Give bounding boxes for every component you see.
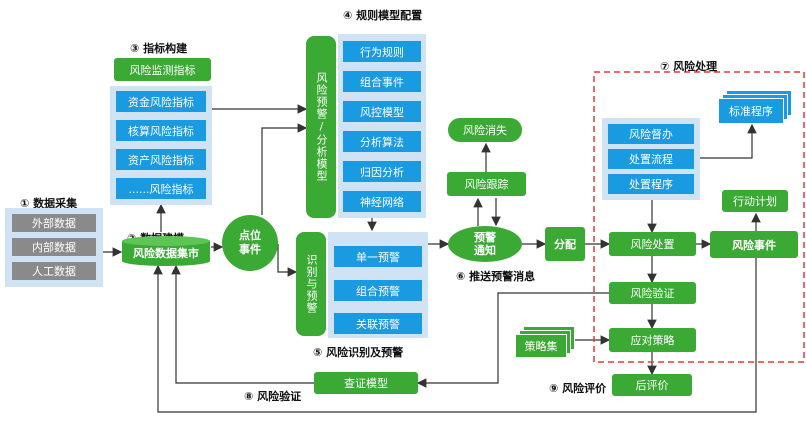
model-title: 风险预警/分析模型 bbox=[315, 72, 328, 182]
model-item-4: 分析算法 bbox=[343, 131, 421, 152]
standard-program-stack: 标准程序 bbox=[718, 90, 794, 124]
models-panel bbox=[338, 34, 426, 218]
model-item-1: 行为规则 bbox=[343, 41, 421, 62]
model-item-2: 组合事件 bbox=[343, 71, 421, 92]
warning-notice-line1: 预警 bbox=[474, 231, 496, 244]
label-data-collection: ① 数据采集 bbox=[20, 197, 78, 210]
warning-notice-node: 预警 通知 bbox=[448, 226, 522, 262]
identify-title: 识别与预警 bbox=[305, 254, 318, 314]
data-source-internal: 内部数据 bbox=[12, 238, 96, 256]
point-event-node: 点位 事件 bbox=[222, 215, 278, 271]
warning-item-2: 组合预警 bbox=[334, 280, 422, 301]
model-item-5: 归因分析 bbox=[343, 161, 421, 182]
warning-item-1: 单一预警 bbox=[334, 246, 422, 267]
response-strategy-box: 应对策略 bbox=[609, 328, 696, 352]
label-risk-identification: ⑤ 风险识别及预警 bbox=[313, 346, 404, 359]
label-rule-model-config: ④ 规则模型配置 bbox=[343, 9, 423, 22]
risk-data-mart-label: 风险数据集市 bbox=[133, 247, 199, 260]
indicator-item-1: 资金风险指标 bbox=[116, 91, 206, 112]
model-title-box: 风险预警/分析模型 bbox=[306, 36, 336, 218]
indicator-item-4: ......风险指标 bbox=[116, 178, 206, 199]
risk-tracking-box: 风险跟踪 bbox=[447, 172, 526, 196]
cylinder-shape bbox=[122, 236, 210, 266]
verify-model-box: 查证模型 bbox=[314, 372, 418, 394]
indicator-item-3: 资产风险指标 bbox=[116, 149, 206, 170]
label-risk-evaluation: ⑨ 风险评价 bbox=[549, 382, 607, 395]
strategy-set-label: 策略集 bbox=[515, 334, 567, 358]
label-indicator-build: ③ 指标构建 bbox=[130, 42, 188, 55]
data-source-external: 外部数据 bbox=[12, 214, 96, 232]
action-plan-box: 行动计划 bbox=[722, 190, 788, 212]
identify-title-box: 识别与预警 bbox=[296, 232, 326, 336]
model-item-3: 风控模型 bbox=[343, 101, 421, 122]
risk-verify-box: 风险验证 bbox=[609, 282, 696, 304]
risk-elimination-node: 风险消失 bbox=[448, 118, 522, 142]
point-event-line2: 事件 bbox=[239, 243, 261, 256]
warning-notice-line2: 通知 bbox=[474, 244, 496, 257]
handling-item-1: 风险督办 bbox=[608, 124, 694, 144]
label-risk-verification: ⑧ 风险验证 bbox=[244, 390, 302, 403]
label-risk-handling: ⑦ 风险处理 bbox=[660, 60, 718, 73]
label-push-warning: ⑥ 推送预警消息 bbox=[456, 270, 536, 283]
risk-disposal-box: 风险处置 bbox=[609, 232, 696, 256]
handling-item-2: 处置流程 bbox=[608, 149, 694, 169]
post-evaluation-box: 后评价 bbox=[612, 374, 692, 396]
data-source-manual: 人工数据 bbox=[12, 262, 96, 280]
warning-item-3: 关联预警 bbox=[334, 313, 422, 334]
model-item-6: 神经网络 bbox=[343, 191, 421, 212]
indicator-item-2: 核算风险指标 bbox=[116, 120, 206, 141]
standard-program-label: 标准程序 bbox=[718, 98, 784, 124]
risk-event-box: 风险事件 bbox=[710, 231, 798, 258]
point-event-line1: 点位 bbox=[239, 229, 261, 242]
indicator-header: 风险监测指标 bbox=[114, 58, 211, 81]
distribute-box: 分配 bbox=[545, 227, 585, 261]
strategy-set-stack: 策略集 bbox=[515, 326, 577, 358]
risk-handling-frame bbox=[593, 71, 805, 363]
risk-data-mart: 风险数据集市 bbox=[121, 236, 211, 266]
handling-item-3: 处置程序 bbox=[608, 174, 694, 194]
